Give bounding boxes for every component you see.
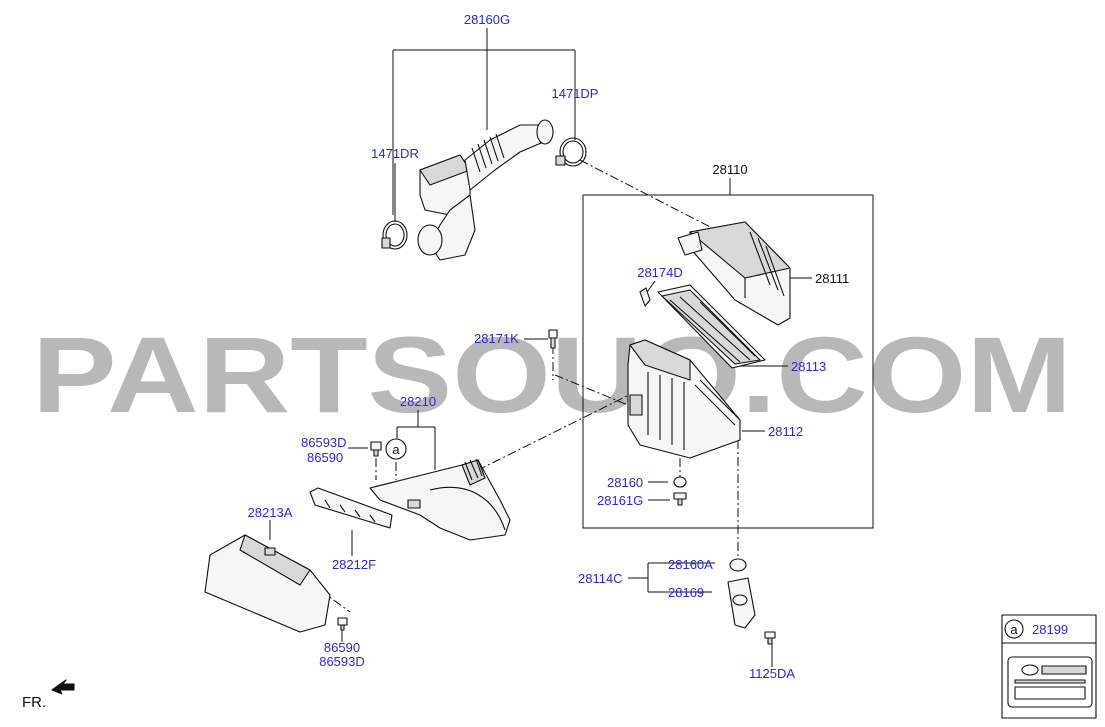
label-28111: 28111 — [815, 271, 849, 286]
legend-callout-letter: a — [1010, 622, 1018, 637]
duct-bracket — [309, 487, 393, 529]
fastener-bottom — [337, 617, 348, 631]
label-28210: 28210 — [400, 394, 436, 409]
bolt-1125da — [764, 631, 776, 645]
label-28110: 28110 — [712, 162, 747, 177]
label-28171k: 28171K — [474, 331, 519, 346]
grommet-28160a — [729, 558, 747, 572]
bolt-28161g — [673, 492, 687, 506]
air-duct — [369, 458, 511, 541]
label-86593d-bottom: 86593D — [319, 654, 365, 669]
circle-letter-icon-legend — [1004, 619, 1024, 639]
label-28174d: 28174D — [637, 265, 683, 280]
clip — [639, 287, 651, 307]
fastener-top — [370, 441, 382, 457]
label-28113: 28113 — [791, 359, 826, 374]
label-86593d-top: 86593D — [301, 435, 347, 450]
grommet — [673, 476, 687, 488]
filter-element — [657, 284, 766, 369]
label-28160: 28160 — [607, 475, 643, 490]
label-28161g: 28161G — [597, 493, 643, 508]
intake-hose — [417, 119, 554, 261]
label-28160g: 28160G — [464, 12, 510, 27]
hose-clamp-left — [381, 220, 408, 250]
label-28160a: 28160A — [668, 557, 713, 572]
engine-cover — [204, 534, 331, 633]
label-28114c: 28114C — [578, 571, 623, 586]
legend-box — [1001, 614, 1097, 719]
front-arrow-icon — [51, 679, 75, 695]
leader-lines — [269, 28, 874, 667]
label-1471dr: 1471DR — [371, 146, 419, 161]
bolt-28171k — [548, 329, 558, 349]
label-28199: 28199 — [1032, 622, 1068, 637]
label-1125da: 1125DA — [749, 666, 795, 681]
label-28112: 28112 — [768, 424, 803, 439]
callout-letter: a — [392, 442, 400, 457]
part-labels: 28160G 1471DP 1471DR 28110 28111 28174D … — [22, 12, 1068, 711]
label-28213a: 28213A — [248, 505, 293, 520]
label-1471dp: 1471DP — [552, 86, 599, 101]
front-marker: FR. — [22, 694, 46, 711]
label-86590-bottom: 86590 — [324, 640, 360, 655]
parts — [51, 119, 1097, 719]
hose-clamp-right — [555, 137, 587, 167]
air-cleaner-cover — [677, 221, 791, 326]
air-cleaner-body — [627, 339, 741, 459]
mounting-bracket — [727, 577, 756, 629]
label-86590-top: 86590 — [307, 450, 343, 465]
label-28169: 28169 — [668, 585, 704, 600]
label-28212f: 28212F — [332, 557, 376, 572]
circle-letter-icon — [385, 438, 407, 460]
